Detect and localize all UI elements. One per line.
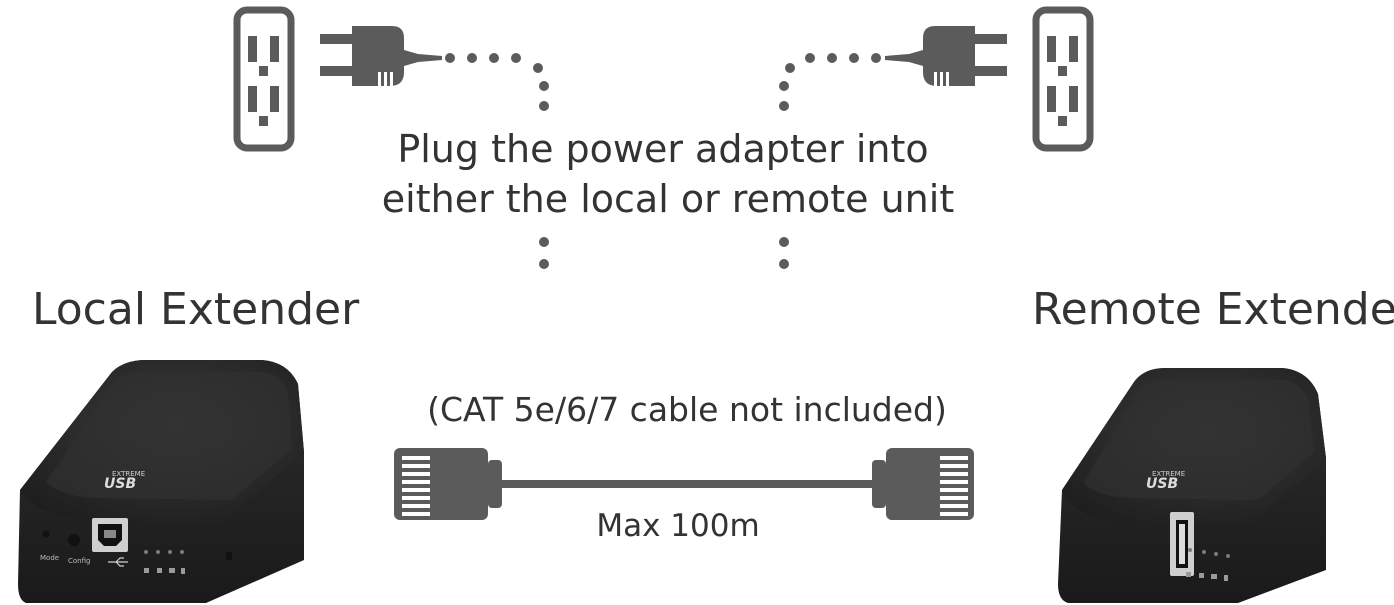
remote-led-icons: [1186, 572, 1228, 581]
usb-symbol-icon: [108, 557, 128, 567]
port-label-config: Config: [68, 557, 90, 565]
power-plug-icon-right: [885, 26, 1007, 86]
local-status-leds: [144, 550, 184, 554]
local-brand-top: EXTREME: [112, 470, 145, 478]
instruction-line-1: Plug the power adapter into: [397, 127, 929, 171]
local-led-icons: [144, 568, 185, 574]
usb-a-port-icon: [1170, 512, 1194, 576]
remote-extender-device: EXTREME USB: [1058, 368, 1326, 603]
cable-note: (CAT 5e/6/7 cable not included): [427, 390, 947, 429]
remote-brand-bottom: USB: [1146, 476, 1178, 492]
dotted-path-right: [779, 53, 881, 269]
local-extender-device: EXTREME USB Mode Config: [18, 360, 304, 603]
remote-extender-title: Remote Extender: [1032, 284, 1394, 335]
usb-b-port-icon: [92, 518, 128, 552]
remote-brand-top: EXTREME: [1152, 470, 1185, 478]
remote-status-leds: [1188, 548, 1230, 558]
ethernet-connector-icon-right: [872, 448, 974, 520]
power-outlet-icon-left: [233, 6, 295, 152]
dotted-path-left: [445, 53, 549, 269]
power-plug-icon-left: [320, 26, 442, 86]
instruction-line-2: either the local or remote unit: [381, 177, 955, 221]
ethernet-cable: [394, 448, 974, 520]
port-label-mode: Mode: [40, 554, 59, 562]
power-outlet-icon-right: [1032, 6, 1094, 152]
local-brand-bottom: USB: [104, 476, 136, 492]
local-extender-title: Local Extender: [32, 284, 360, 335]
ethernet-connector-icon-left: [394, 448, 502, 520]
cable-max-length: Max 100m: [596, 508, 760, 544]
